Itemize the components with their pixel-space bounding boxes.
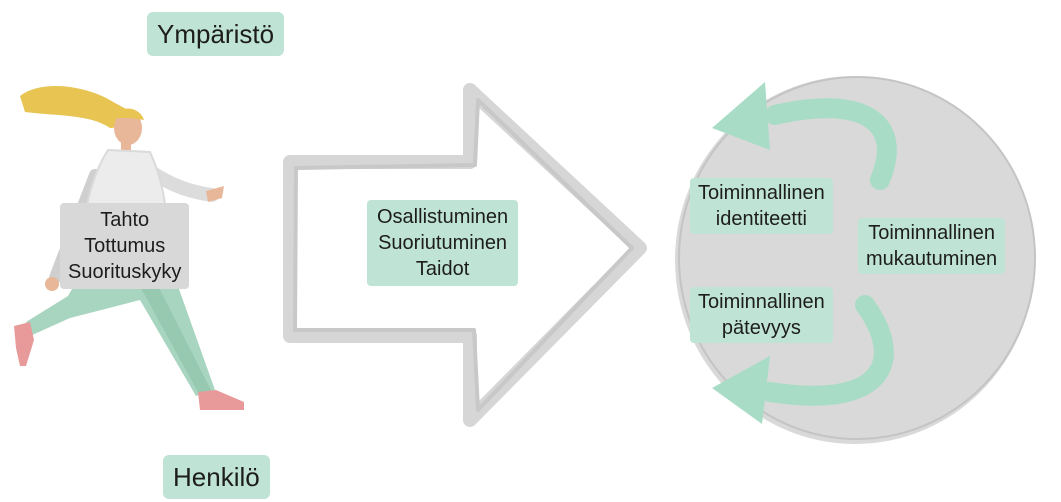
trait-will: Tahto — [100, 209, 150, 231]
arrow-item-participation: Osallistuminen — [377, 206, 509, 228]
cycle-arrow-bottom — [712, 295, 894, 424]
occupational-competence-label: Toiminnallinen pätevyys — [690, 287, 833, 343]
trait-capacity: Suorituskyky — [68, 261, 182, 283]
person-traits: Tahto Tottumus Suorituskyky — [60, 203, 190, 289]
big-arrow — [283, 83, 647, 427]
arrow-items: Osallistuminen Suoriutuminen Taidot — [367, 200, 519, 286]
environment-label: Ympäristö — [147, 12, 285, 56]
person-label: Henkilö — [163, 455, 270, 499]
arrow-item-performance: Suoriutuminen — [378, 232, 508, 254]
outcome-circle — [675, 76, 1036, 444]
trait-habit: Tottumus — [84, 235, 166, 257]
person-illustration — [14, 86, 244, 410]
cycle-arrow-top — [712, 82, 897, 190]
arrow-item-skills: Taidot — [415, 258, 470, 280]
occupational-adaptation-label: Toiminnallinen mukautuminen — [858, 218, 1006, 274]
occupational-identity-label: Toiminnallinen identiteetti — [690, 178, 833, 234]
